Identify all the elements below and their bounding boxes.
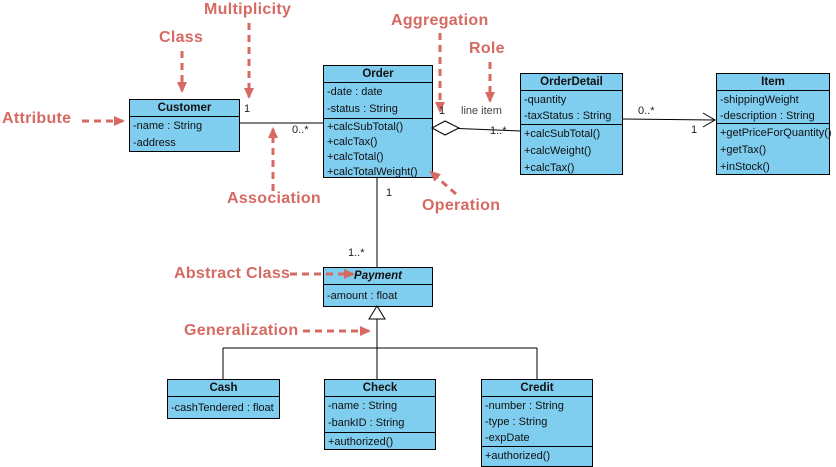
multiplicity-label: 1 <box>386 187 393 199</box>
operation-row: +authorized() <box>485 450 551 462</box>
operation-row: +calcTax() <box>327 136 378 148</box>
class-orderdetail[interactable]: OrderDetail -quantity -taxStatus : Strin… <box>520 73 623 175</box>
operation-row: +calcTax() <box>524 162 575 174</box>
class-title: Check <box>325 380 435 397</box>
role-label: line item <box>461 105 502 117</box>
multiplicity-label: 1 <box>244 103 251 115</box>
class-title: Credit <box>482 380 592 397</box>
attribute-row: -type : String <box>485 416 548 428</box>
annotation-multiplicity: Multiplicity <box>204 1 292 18</box>
attribute-row: -number : String <box>485 400 564 412</box>
operation-row: +inStock() <box>720 161 770 173</box>
attribute-row: -description : String <box>720 110 815 122</box>
annotation-association: Association <box>227 190 321 207</box>
operation-row: +getPriceForQuantity() <box>720 127 832 139</box>
annotation-attribute: Attribute <box>2 110 72 127</box>
attribute-row: -status : String <box>327 103 398 115</box>
attribute-row: -date : date <box>327 86 383 98</box>
attribute-row: -amount : float <box>327 290 398 302</box>
class-title: Customer <box>130 100 239 117</box>
attribute-row: -shippingWeight <box>720 94 799 106</box>
operation-row: +calcTotalWeight() <box>327 166 418 178</box>
class-customer[interactable]: Customer -name : String -address <box>129 99 240 152</box>
multiplicity-label: 1 <box>439 105 446 117</box>
class-check[interactable]: Check -name : String -bankID : String +a… <box>324 379 436 450</box>
attribute-row: -address <box>133 137 176 149</box>
operation-row: +calcSubTotal() <box>524 128 601 140</box>
attribute-compartment: -name : String -bankID : String <box>325 397 435 432</box>
attribute-compartment: -cashTendered : float <box>168 397 279 417</box>
class-title: OrderDetail <box>521 74 622 91</box>
operation-pointer-arrow <box>429 170 457 196</box>
attribute-row: -quantity <box>524 94 567 106</box>
attribute-compartment: -date : date -status : String <box>324 83 432 118</box>
attribute-row: -expDate <box>485 432 530 444</box>
attribute-compartment: -amount : float <box>324 285 432 305</box>
operation-compartment: +calcSubTotal() +calcTax() +calcTotal() … <box>324 118 432 181</box>
operation-compartment: +getPriceForQuantity() +getTax() +inStoc… <box>717 123 832 177</box>
multiplicity-label: 1..* <box>348 247 365 259</box>
class-order[interactable]: Order -date : date -status : String +cal… <box>323 65 433 178</box>
annotation-abstract-class: Abstract Class <box>174 265 291 282</box>
multiplicity-label: 0..* <box>292 124 309 136</box>
operation-row: +calcTotal() <box>327 151 384 163</box>
annotation-class: Class <box>159 29 204 46</box>
class-title: Item <box>717 74 829 91</box>
multiplicity-label: 1..* <box>490 125 507 137</box>
attribute-row: -taxStatus : String <box>524 110 612 122</box>
class-cash[interactable]: Cash -cashTendered : float <box>167 379 280 419</box>
association-orderdetail-item <box>621 118 715 121</box>
annotation-operation: Operation <box>422 197 501 214</box>
open-arrowhead-icon <box>702 112 716 128</box>
operation-row: +calcSubTotal() <box>327 121 404 133</box>
class-credit[interactable]: Credit -number : String -type : String -… <box>481 379 593 467</box>
attribute-row: -name : String <box>328 400 398 412</box>
operation-row: +getTax() <box>720 144 767 156</box>
multiplicity-label: 0..* <box>638 105 655 117</box>
aggregation-diamond-icon <box>430 120 461 136</box>
operation-compartment: +authorized() <box>325 432 435 451</box>
operation-compartment: +authorized() <box>482 446 592 465</box>
annotation-aggregation: Aggregation <box>391 12 489 29</box>
attribute-compartment: -number : String -type : String -expDate <box>482 397 592 446</box>
class-title: Cash <box>168 380 279 397</box>
attribute-row: -name : String <box>133 120 203 132</box>
annotation-generalization: Generalization <box>184 322 299 339</box>
attribute-row: -bankID : String <box>328 417 405 429</box>
attribute-compartment: -shippingWeight -description : String <box>717 91 829 123</box>
annotation-role: Role <box>469 40 505 57</box>
attribute-row: -cashTendered : float <box>171 402 274 414</box>
attribute-compartment: -name : String -address <box>130 117 239 153</box>
attribute-compartment: -quantity -taxStatus : String <box>521 91 622 124</box>
operation-row: +authorized() <box>328 436 394 448</box>
class-title: Payment <box>324 268 432 285</box>
generalization-triangle-icon <box>368 305 386 320</box>
class-title: Order <box>324 66 432 83</box>
operation-compartment: +calcSubTotal() +calcWeight() +calcTax() <box>521 124 622 178</box>
operation-row: +calcWeight() <box>524 145 592 157</box>
multiplicity-label: 1 <box>691 124 698 136</box>
class-item[interactable]: Item -shippingWeight -description : Stri… <box>716 73 832 177</box>
